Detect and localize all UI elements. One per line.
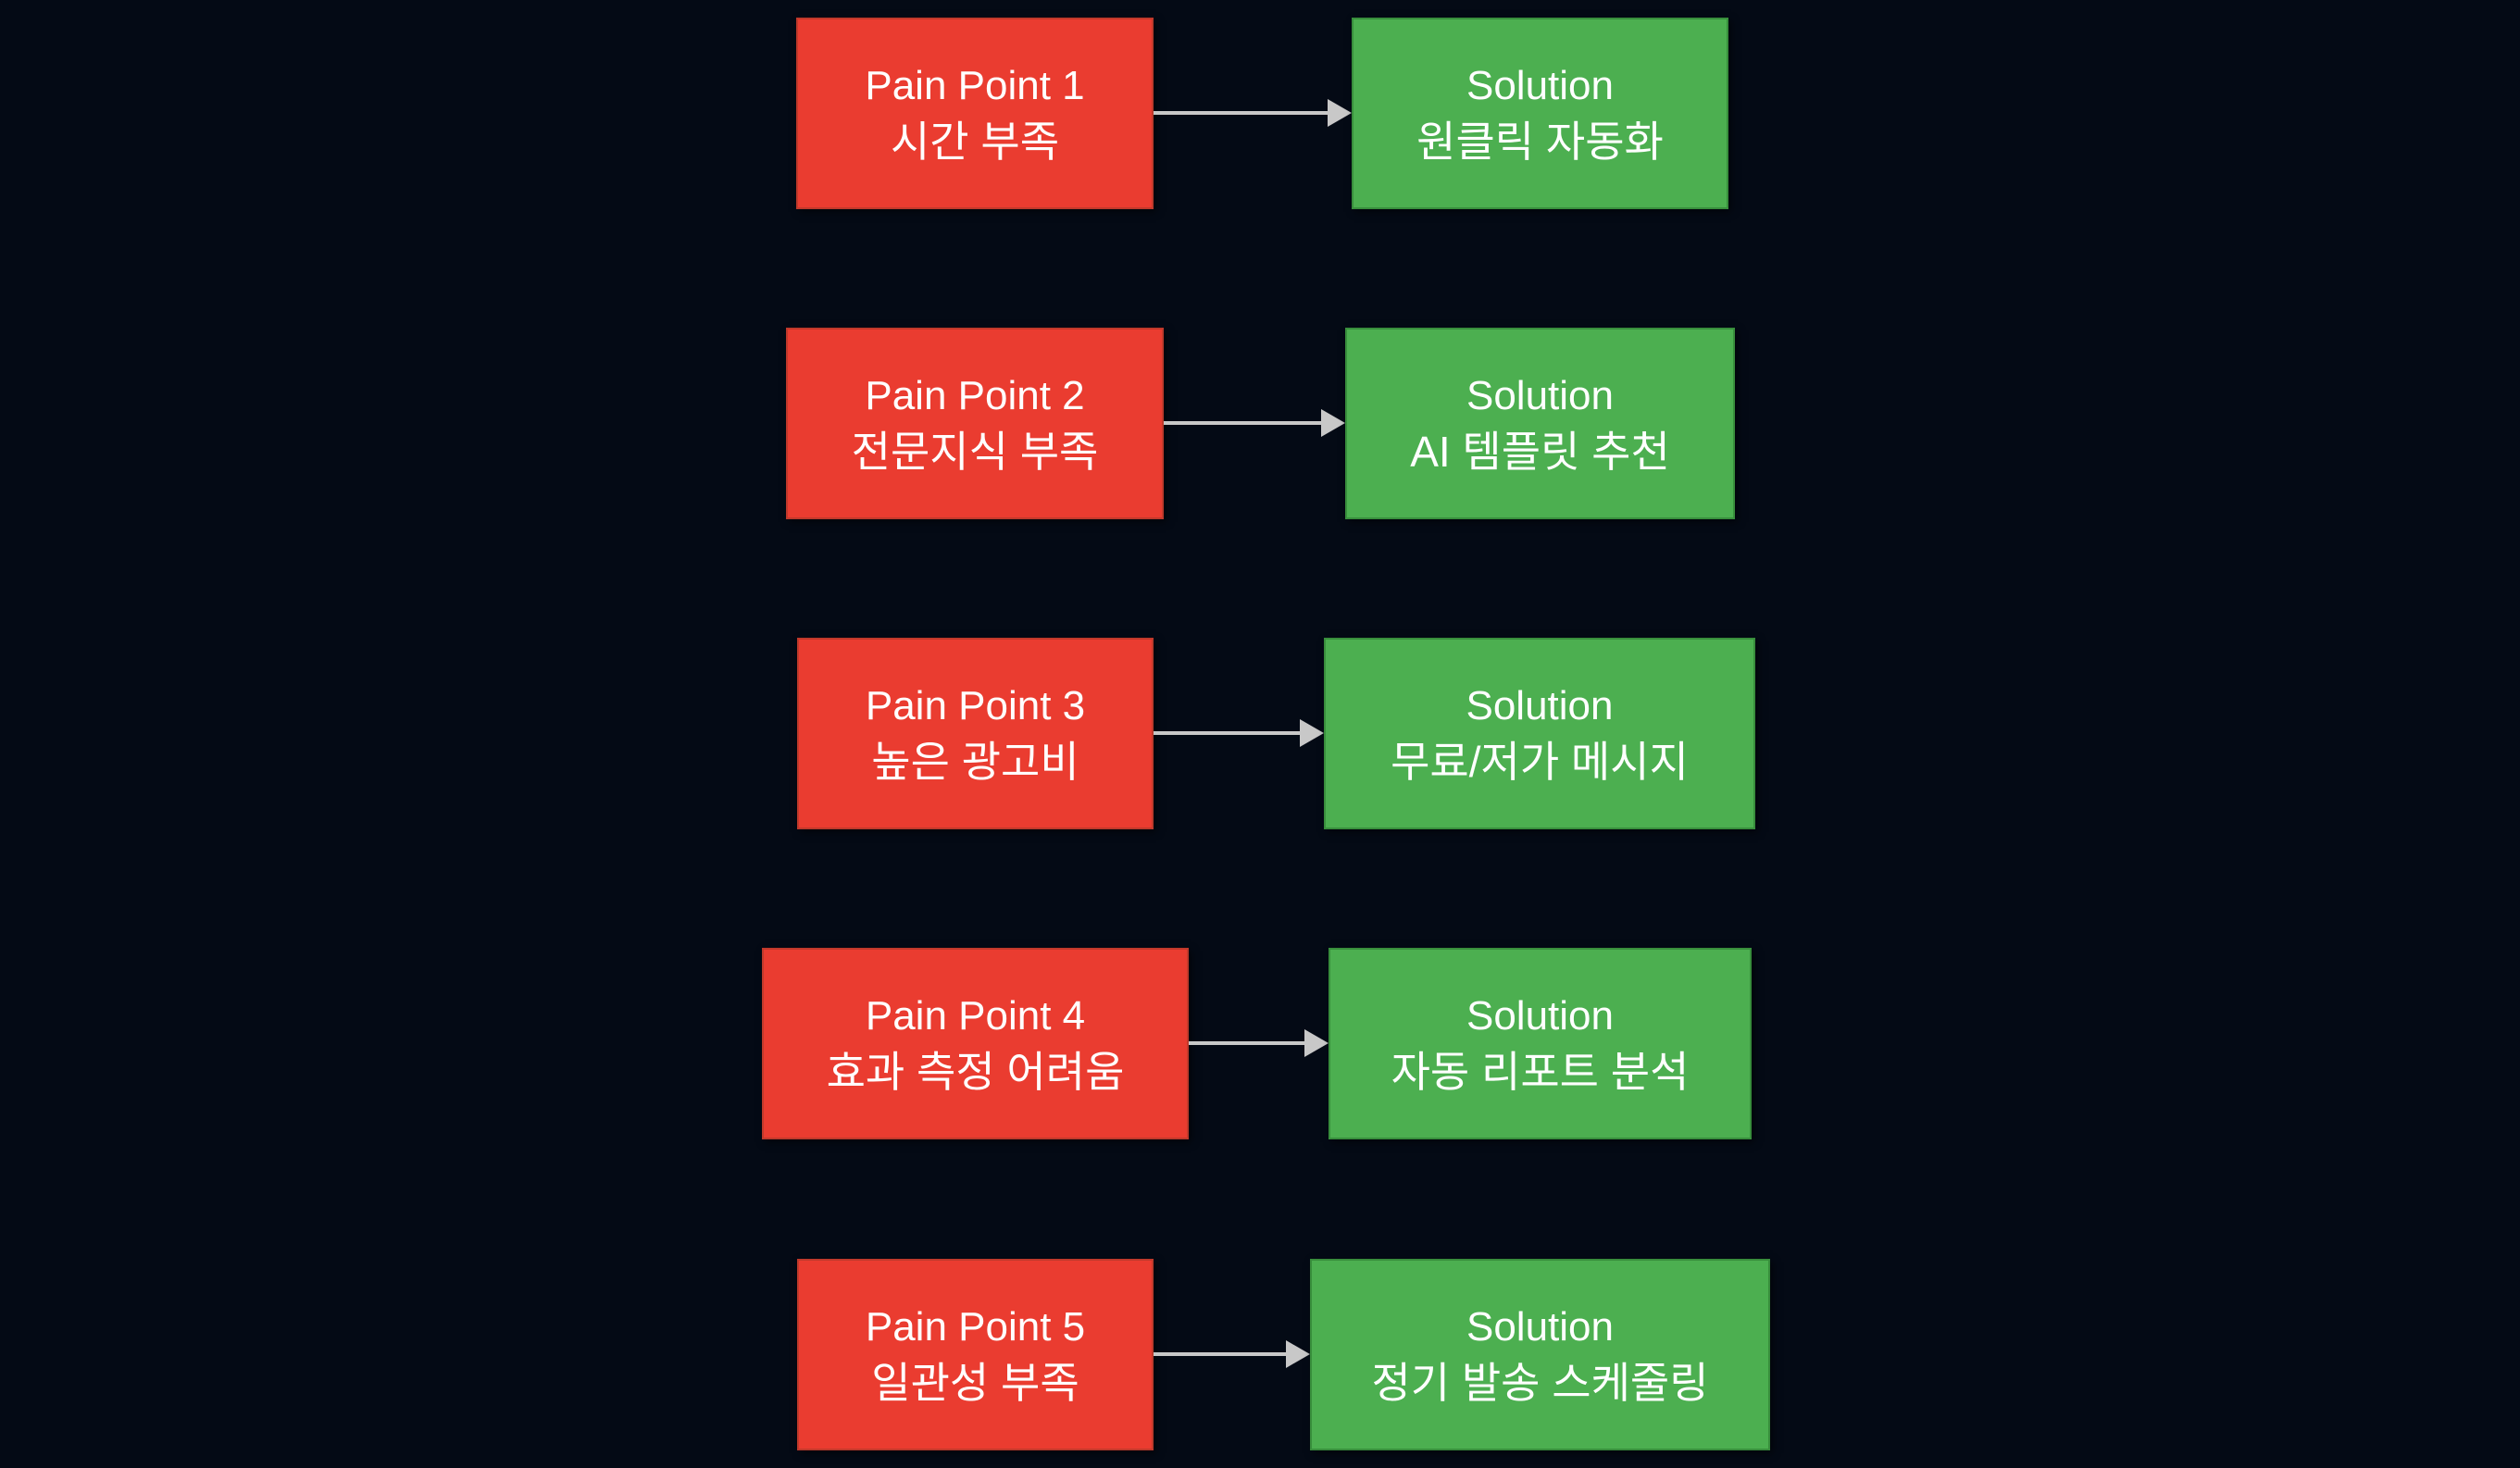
pain-point-1-subtitle: 시간 부족 xyxy=(890,117,1060,166)
arrow-head-icon xyxy=(1300,719,1324,747)
pain-point-5-title: Pain Point 5 xyxy=(865,1303,1086,1350)
solution-3-subtitle: 무료/저가 메시지 xyxy=(1391,737,1689,786)
arrow-shaft xyxy=(1154,111,1331,115)
pain-point-1-node: Pain Point 1 시간 부족 xyxy=(796,18,1154,209)
pain-point-5-node: Pain Point 5 일관성 부족 xyxy=(797,1259,1154,1450)
arrow-row-1 xyxy=(1154,99,1352,127)
solution-2-node: Solution AI 템플릿 추천 xyxy=(1345,328,1735,519)
solution-3-title: Solution xyxy=(1466,682,1614,728)
pain-point-5-subtitle: 일관성 부족 xyxy=(871,1358,1079,1407)
pain-point-1-title: Pain Point 1 xyxy=(865,62,1085,108)
arrow-shaft xyxy=(1154,731,1304,735)
arrow-shaft xyxy=(1164,421,1325,425)
pain-point-2-title: Pain Point 2 xyxy=(865,372,1085,418)
arrow-shaft xyxy=(1154,1352,1290,1356)
pain-point-3-node: Pain Point 3 높은 광고비 xyxy=(797,638,1154,829)
pain-point-2-node: Pain Point 2 전문지식 부족 xyxy=(786,328,1164,519)
pain-point-3-subtitle: 높은 광고비 xyxy=(871,737,1079,786)
solution-2-title: Solution xyxy=(1466,372,1614,418)
solution-1-node: Solution 원클릭 자동화 xyxy=(1352,18,1728,209)
arrow-head-icon xyxy=(1328,99,1352,127)
solution-2-subtitle: AI 템플릿 추천 xyxy=(1410,427,1670,476)
arrow-row-3 xyxy=(1154,719,1324,747)
arrow-head-icon xyxy=(1286,1340,1310,1368)
solution-5-subtitle: 정기 발송 스케줄링 xyxy=(1371,1358,1709,1407)
pain-point-4-title: Pain Point 4 xyxy=(865,992,1086,1039)
arrow-shaft xyxy=(1189,1041,1308,1045)
arrow-head-icon xyxy=(1321,409,1345,437)
solution-1-title: Solution xyxy=(1466,62,1614,108)
solution-4-subtitle: 자동 리포트 분석 xyxy=(1391,1047,1690,1096)
solution-3-node: Solution 무료/저가 메시지 xyxy=(1324,638,1755,829)
pain-point-2-subtitle: 전문지식 부족 xyxy=(851,427,1099,476)
solution-4-title: Solution xyxy=(1466,992,1614,1039)
solution-5-node: Solution 정기 발송 스케줄링 xyxy=(1310,1259,1770,1450)
pain-point-4-node: Pain Point 4 효과 측정 어려움 xyxy=(762,948,1189,1139)
solution-5-title: Solution xyxy=(1466,1303,1614,1350)
solution-1-subtitle: 원클릭 자동화 xyxy=(1416,117,1664,166)
pain-point-3-title: Pain Point 3 xyxy=(865,682,1086,728)
solution-4-node: Solution 자동 리포트 분석 xyxy=(1329,948,1752,1139)
arrow-row-5 xyxy=(1154,1340,1310,1368)
pain-point-4-subtitle: 효과 측정 어려움 xyxy=(826,1047,1125,1096)
arrow-head-icon xyxy=(1304,1029,1329,1057)
arrow-row-4 xyxy=(1189,1029,1329,1057)
arrow-row-2 xyxy=(1164,409,1345,437)
